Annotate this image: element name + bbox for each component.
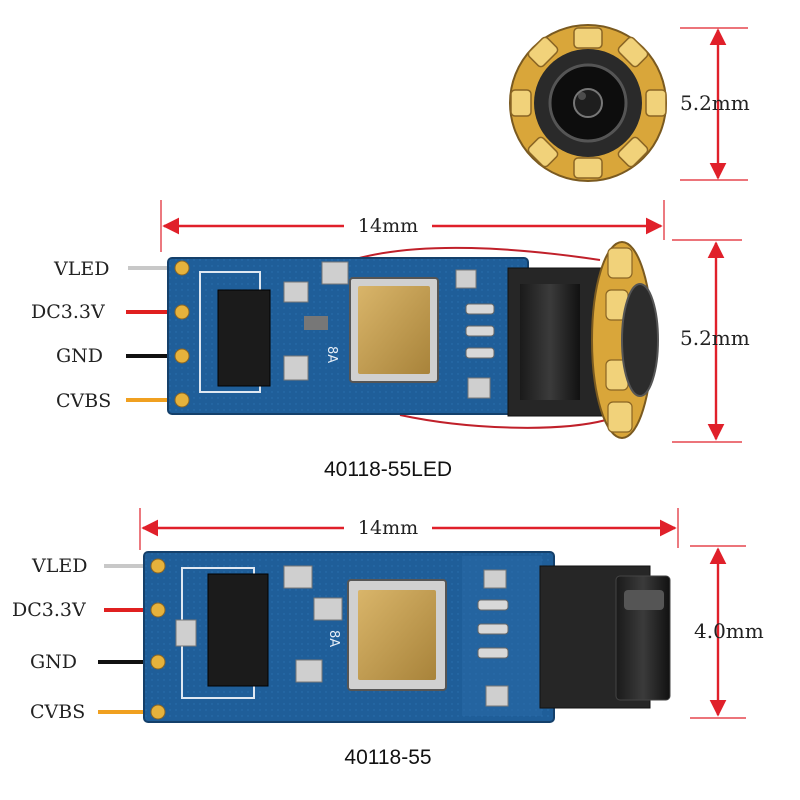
module-led-silkscreen: 8A [324,346,339,363]
module-led-height-dimension [672,239,742,443]
module-led-length-label: 14mm [358,215,418,237]
pin-label-dc33v: DC3.3V [31,301,105,323]
module-plain-silkscreen: 8A [326,630,341,647]
module-plain-model-label: 40118-55 [344,746,431,769]
module-plain-length-label: 14mm [358,517,418,539]
module-plain-height-label: 4.0mm [694,619,764,643]
module-led-pins: VLED DC3.3V GND CVBS [31,258,180,412]
module-led-pcb: 8A [167,246,607,429]
pin2-label-cvbs: CVBS [30,701,85,723]
module-plain-pins: VLED DC3.3V GND CVBS [12,555,156,723]
front-dimension [680,27,748,181]
front-view [509,24,667,182]
front-led-segments [510,27,667,179]
pin-label-gnd: GND [56,345,103,367]
pin2-label-gnd: GND [30,651,77,673]
module-plain-length-dimension [139,508,679,550]
module-plain-pcb: 8A [143,551,555,723]
front-lens-glass [573,88,603,118]
pin2-label-vled: VLED [31,555,87,577]
front-dimension-label: 5.2mm [680,91,750,115]
pin-label-cvbs: CVBS [56,390,111,412]
pin-label-vled: VLED [53,258,109,280]
module-plain-lens-assembly [539,565,671,709]
module-led-length-dimension [160,200,665,252]
module-led-lens-assembly [507,241,659,439]
module-led-model-label: 40118-55LED [324,458,452,481]
module-led-height-label: 5.2mm [680,326,750,350]
module-plain-height-dimension [690,545,746,719]
pin2-label-dc33v: DC3.3V [12,599,86,621]
